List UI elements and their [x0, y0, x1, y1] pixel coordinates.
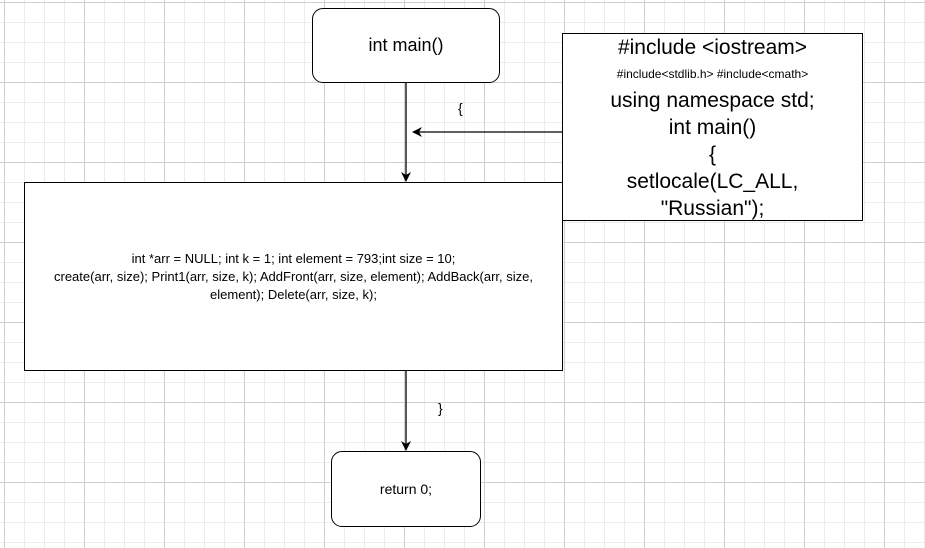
includes-line-namespace: using namespace std;: [610, 89, 815, 112]
includes-node[interactable]: #include <iostream> #include<stdlib.h> #…: [562, 33, 863, 221]
edge-label-open-brace: {: [458, 100, 463, 116]
includes-line-iostream: #include <iostream>: [617, 36, 808, 59]
main-process-node[interactable]: int *arr = NULL; int k = 1; int element …: [24, 182, 563, 371]
includes-line-russian: "Russian");: [660, 197, 765, 220]
includes-line-setlocale: setlocale(LC_ALL,: [626, 170, 799, 193]
main-process-line: int *arr = NULL; int k = 1; int element …: [131, 250, 456, 266]
start-node[interactable]: int main(): [312, 8, 500, 83]
main-process-line: create(arr, size); Print1(arr, size, k);…: [54, 268, 533, 302]
edge-label-close-brace: }: [438, 400, 443, 416]
start-node-label: int main(): [368, 35, 444, 55]
includes-line-main: int main(): [668, 116, 757, 139]
includes-line-open-brace: {: [708, 143, 716, 166]
end-node[interactable]: return 0;: [331, 451, 481, 527]
includes-line-stdlib-cmath: #include<stdlib.h> #include<cmath>: [616, 67, 809, 81]
end-node-label: return 0;: [379, 481, 433, 497]
